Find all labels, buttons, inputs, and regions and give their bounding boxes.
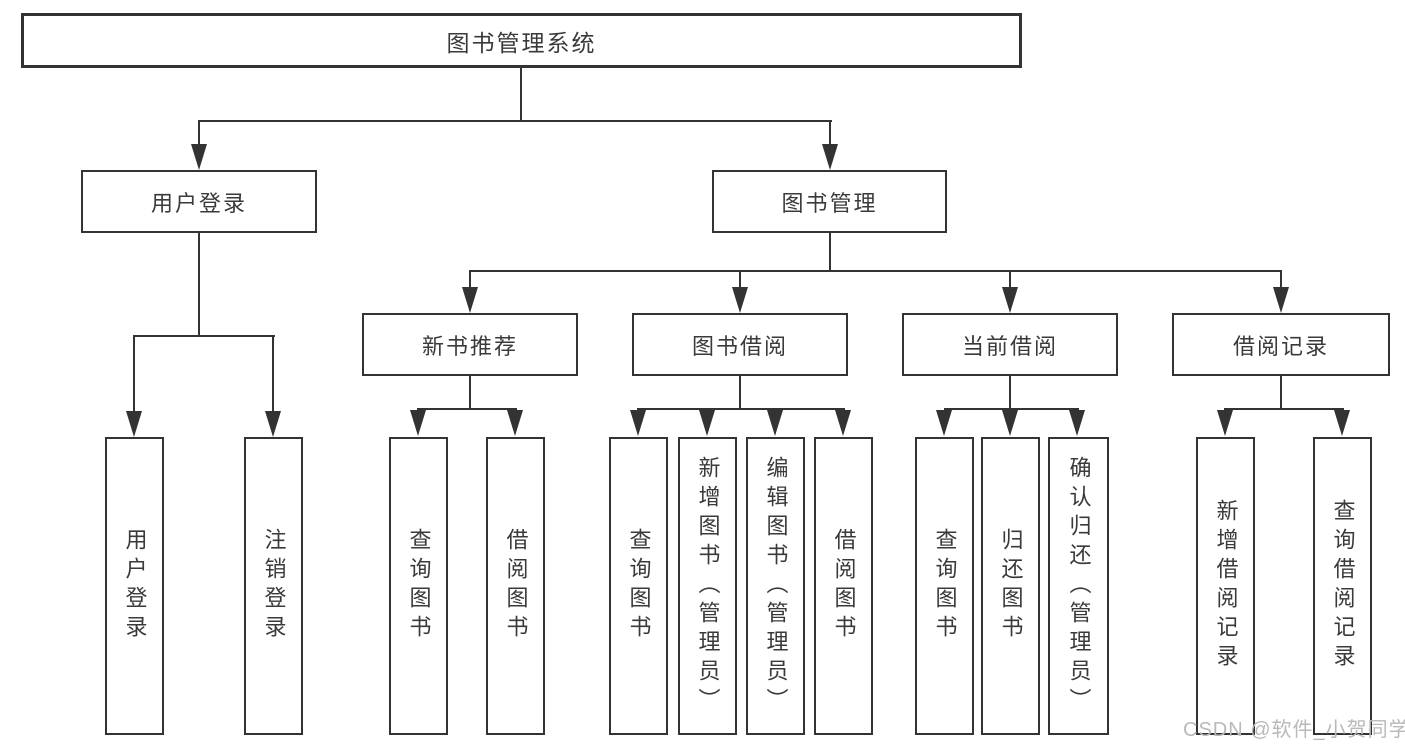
node-label: 查询图书 — [626, 528, 652, 644]
node-label: 借阅图书 — [503, 528, 529, 644]
connector-stub — [1280, 270, 1282, 290]
arrow-down-icon — [767, 410, 783, 436]
leaf-add-book-admin: 新增图书（管理员） — [678, 437, 737, 735]
node-user-login: 用户登录 — [81, 170, 317, 233]
leaf-return-book: 归还图书 — [981, 437, 1040, 735]
leaf-add-borrow-record: 新增借阅记录 — [1196, 437, 1255, 735]
connector-rail — [944, 408, 1079, 410]
node-label: 新增图书（管理员） — [695, 455, 721, 717]
node-label: 查询借阅记录 — [1330, 499, 1356, 673]
arrow-down-icon — [507, 410, 523, 436]
node-label: 借阅图书 — [831, 528, 857, 644]
arrow-down-icon — [732, 287, 748, 313]
node-label: 编辑图书（管理员） — [763, 455, 789, 717]
arrow-down-icon — [1334, 410, 1350, 436]
connector-user-rail — [133, 335, 275, 337]
connector-stub — [469, 270, 471, 290]
arrow-down-icon — [630, 410, 646, 436]
connector-rail — [417, 408, 517, 410]
leaf-borrow-book-recommend: 借阅图书 — [486, 437, 545, 735]
node-library-management-system: 图书管理系统 — [21, 13, 1022, 68]
node-label: 查询图书 — [406, 528, 432, 644]
connector-root-rail — [198, 120, 832, 122]
node-label: 注销登录 — [261, 528, 287, 644]
connector-stub — [272, 335, 274, 413]
arrow-down-icon — [936, 410, 952, 436]
connector-stem — [469, 376, 471, 410]
leaf-user-login: 用户登录 — [105, 437, 164, 735]
connector-stub — [198, 120, 200, 146]
leaf-borrow-book: 借阅图书 — [814, 437, 873, 735]
connector-stub — [1009, 270, 1011, 290]
node-label: 当前借阅 — [961, 333, 1058, 359]
leaf-confirm-return-admin: 确认归还（管理员） — [1048, 437, 1109, 735]
connector-stub — [133, 335, 135, 413]
node-label: 用户登录 — [150, 190, 247, 216]
node-label: 用户登录 — [122, 528, 148, 644]
node-label: 图书借阅 — [691, 333, 788, 359]
arrow-down-icon — [410, 410, 426, 436]
node-borrow-record: 借阅记录 — [1172, 313, 1390, 376]
arrow-down-icon — [1217, 410, 1233, 436]
leaf-query-current-book: 查询图书 — [915, 437, 974, 735]
node-label: 新增借阅记录 — [1213, 499, 1239, 673]
node-book-borrow: 图书借阅 — [632, 313, 848, 376]
arrow-down-icon — [1002, 410, 1018, 436]
arrow-down-icon — [1002, 287, 1018, 313]
connector-rail — [1224, 408, 1344, 410]
arrow-down-icon — [1069, 410, 1085, 436]
node-new-book-recommend: 新书推荐 — [362, 313, 578, 376]
arrow-down-icon — [265, 411, 281, 437]
leaf-logout: 注销登录 — [244, 437, 303, 735]
connector-rail — [637, 408, 845, 410]
connector-stem — [1009, 376, 1011, 410]
connector-root-stem — [520, 68, 522, 121]
csdn-watermark: CSDN @软件_小贺同学 — [1183, 719, 1405, 741]
node-book-management: 图书管理 — [712, 170, 947, 233]
node-current-borrow: 当前借阅 — [902, 313, 1118, 376]
arrow-down-icon — [835, 410, 851, 436]
leaf-query-book-recommend: 查询图书 — [389, 437, 448, 735]
node-label: 图书管理 — [781, 190, 878, 216]
arrow-down-icon — [699, 410, 715, 436]
leaf-edit-book-admin: 编辑图书（管理员） — [746, 437, 805, 735]
leaf-query-book: 查询图书 — [609, 437, 668, 735]
node-label: 借阅记录 — [1232, 333, 1329, 359]
node-label: 归还图书 — [998, 528, 1024, 644]
node-label: 查询图书 — [932, 528, 958, 644]
arrow-down-icon — [462, 287, 478, 313]
connector-stub — [739, 270, 741, 290]
node-label: 图书管理系统 — [446, 29, 597, 56]
arrow-down-icon — [822, 144, 838, 170]
connector-mgmt-stem — [829, 233, 831, 272]
node-label: 新书推荐 — [421, 333, 518, 359]
arrow-down-icon — [126, 411, 142, 437]
arrow-down-icon — [191, 144, 207, 170]
node-label: 确认归还（管理员） — [1066, 455, 1092, 717]
connector-stem — [1280, 376, 1282, 410]
connector-user-stem — [198, 233, 200, 337]
arrow-down-icon — [1273, 287, 1289, 313]
connector-mgmt-rail — [469, 270, 1282, 272]
connector-stem — [739, 376, 741, 410]
connector-stub — [829, 120, 831, 146]
leaf-query-borrow-record: 查询借阅记录 — [1313, 437, 1372, 735]
